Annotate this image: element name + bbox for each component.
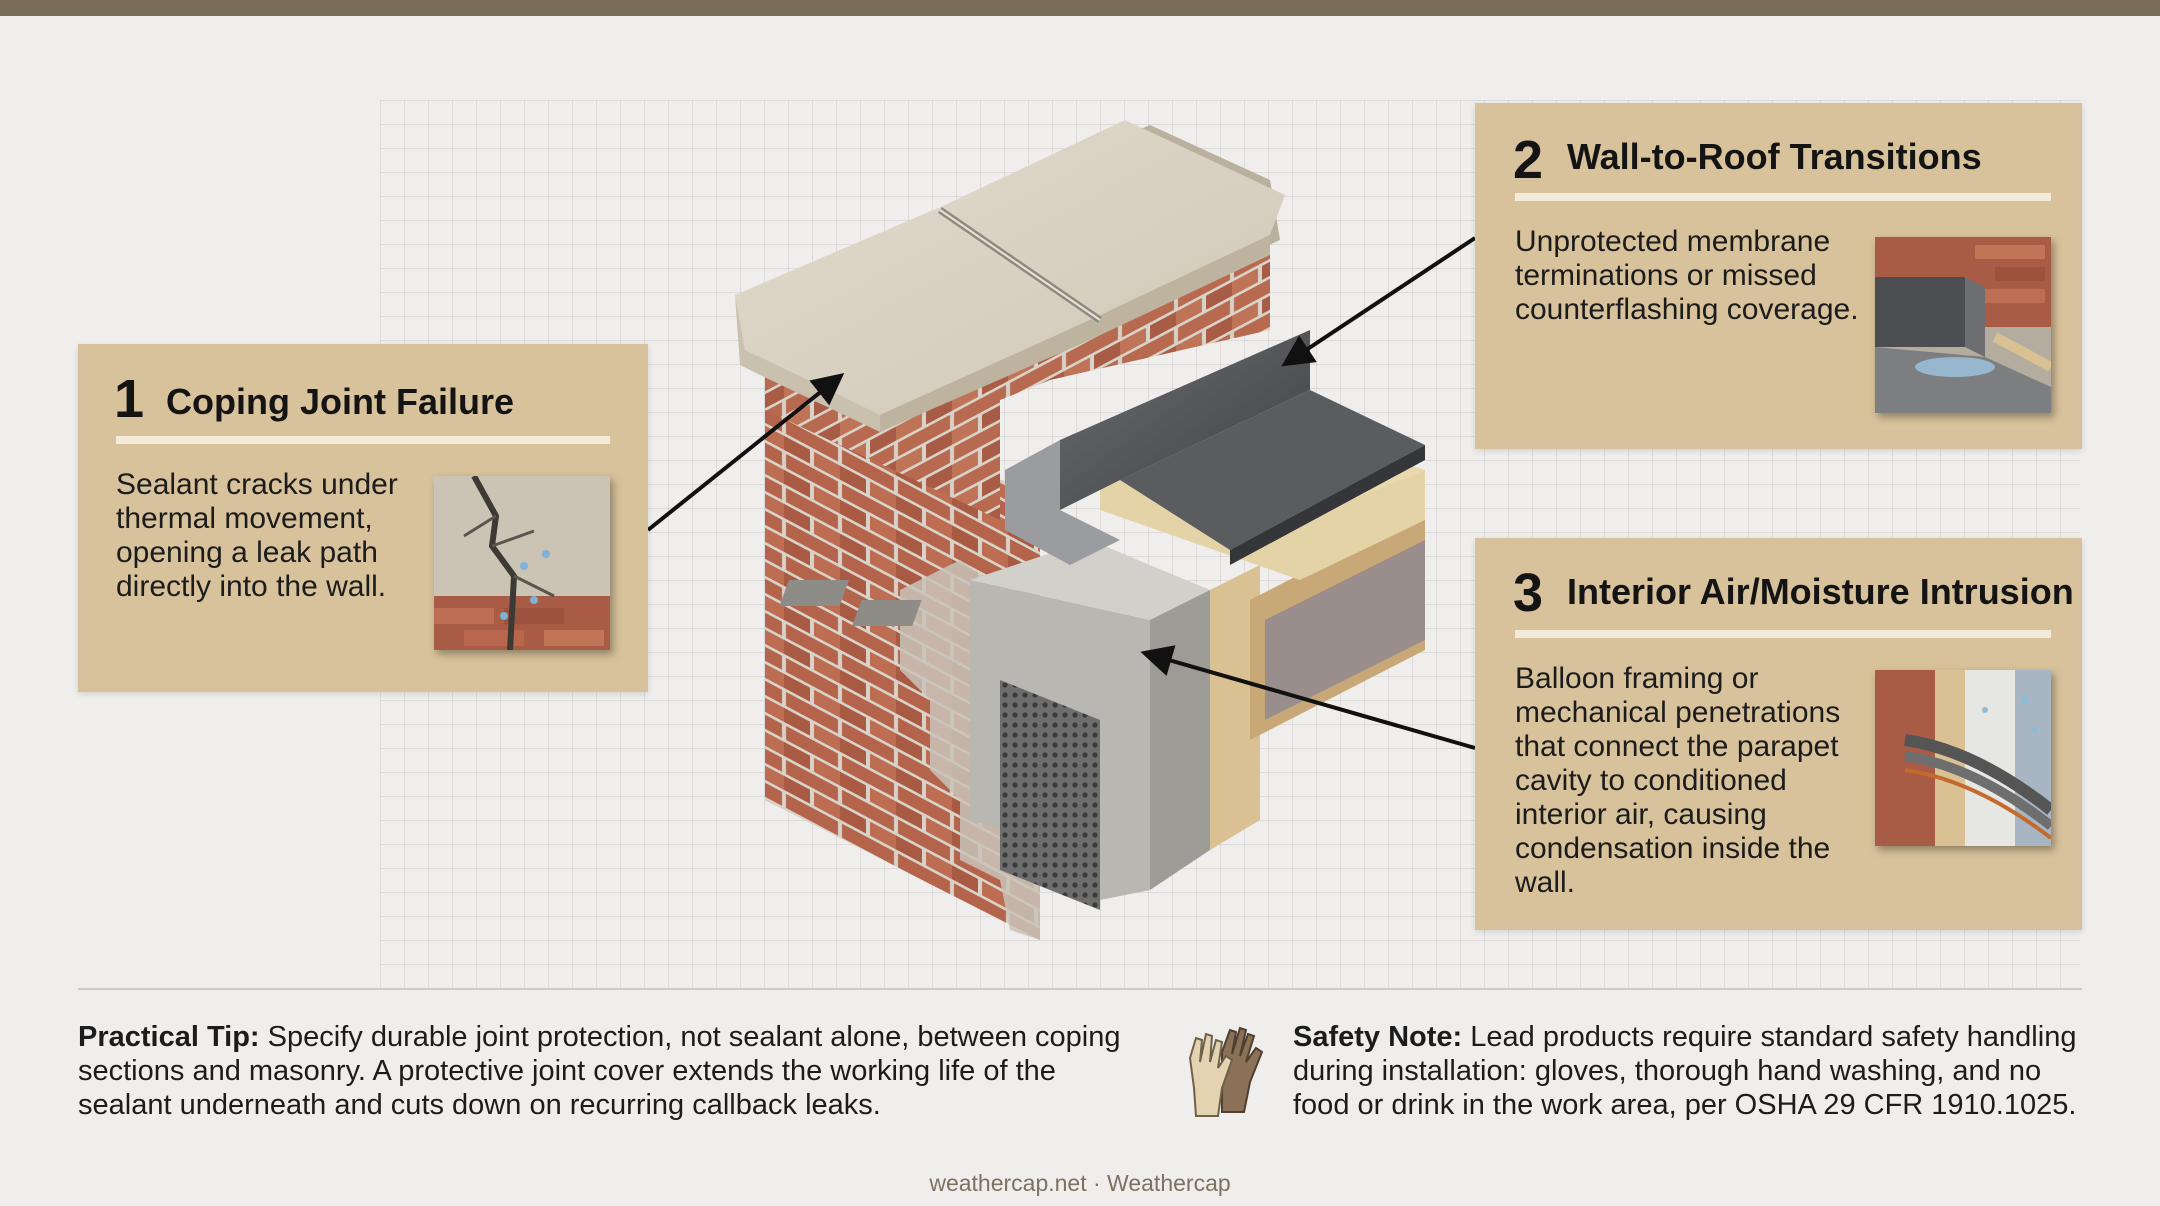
callout-wall-to-roof-transitions: 2 Wall-to-Roof Transitions Unprotected m… [1475,103,2082,449]
callout-title: Coping Joint Failure [166,381,514,422]
tip-label: Practical Tip: [78,1021,260,1053]
section-divider [78,988,2082,990]
callout-number: 2 [1513,130,1544,190]
title-rule [116,436,610,444]
callout-number: 3 [1513,563,1544,623]
parapet-wall-illustration [646,120,1477,940]
title-rule [1515,193,2051,201]
coping-crack-thumbnail [434,476,610,650]
callout-title: Interior Air/Moisture Intrusion [1567,571,2074,612]
practical-tip: Practical Tip: Specify durable joint pro… [78,1020,1138,1122]
safety-text: Lead products require standard safety ha… [1293,1021,2077,1121]
safety-label: Safety Note: [1293,1021,1463,1053]
top-bar [0,0,2160,16]
gloves-icon [1188,1026,1264,1117]
penetration-thumbnail [1875,670,2051,846]
callout-interior-air-moisture-intrusion: 3 Interior Air/Moisture Intrusion Balloo… [1475,538,2082,930]
callout-title: Wall-to-Roof Transitions [1567,136,1982,177]
safety-note: Safety Note: Lead products require stand… [1293,1020,2083,1122]
tip-text: Specify durable joint protection, not se… [78,1021,1121,1121]
footer-credit: weathercap.net · Weathercap [929,1170,1231,1196]
callout-body: Sealant cracks under thermal movement, o… [116,468,398,603]
title-rule [1515,630,2051,638]
callout-body: Balloon framing or mechanical penetratio… [1515,662,1841,899]
callout-coping-joint-failure: 1 Coping Joint Failure Sealant cracks un… [78,344,648,692]
callout-body: Unprotected membrane terminations or mis… [1515,225,1859,326]
flashing-thumbnail [1875,237,2051,413]
callout-number: 1 [114,369,145,429]
